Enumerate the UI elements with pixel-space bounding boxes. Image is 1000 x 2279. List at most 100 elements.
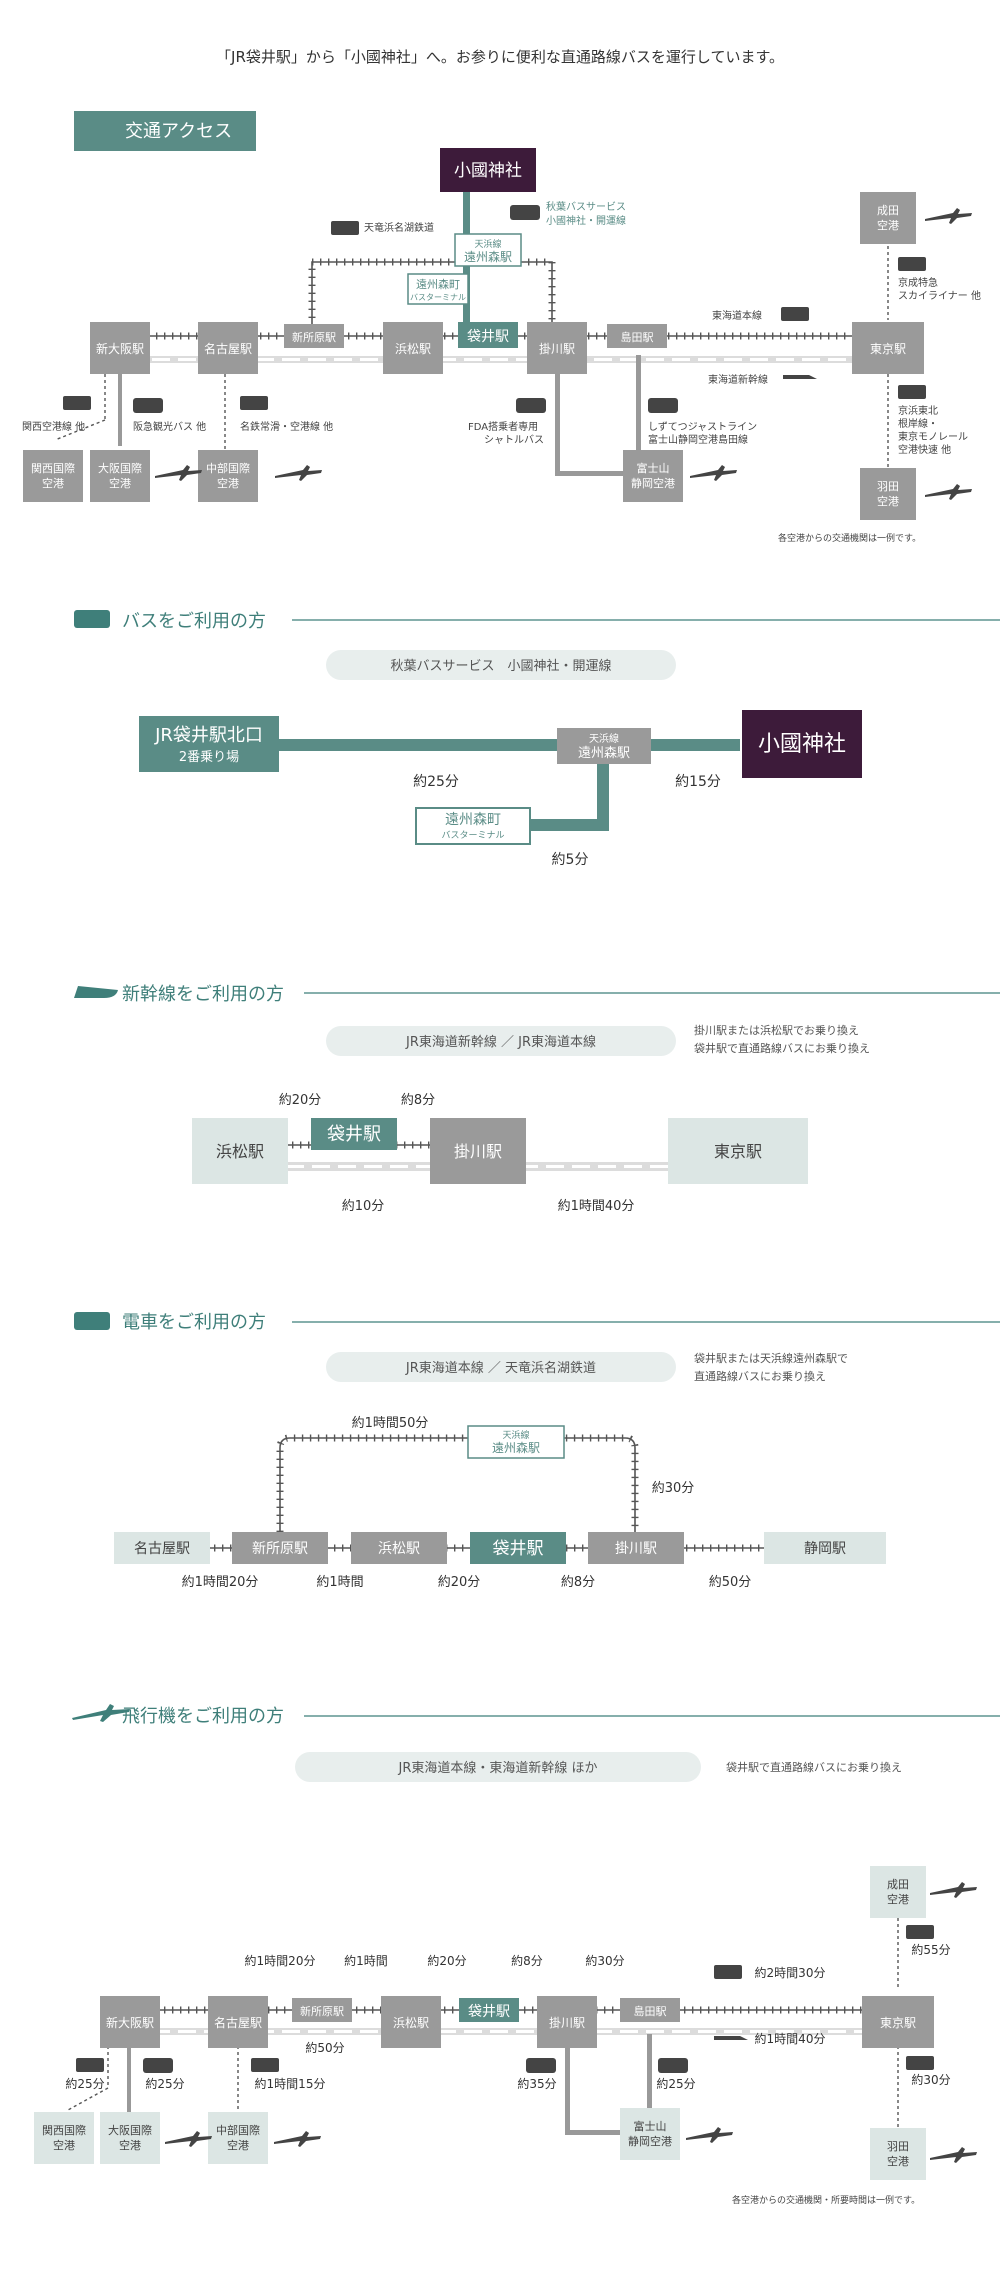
station-fukuroi: 袋井駅 — [467, 329, 509, 345]
plane-note: 袋井駅で直通路線バスにお乗り換え — [726, 1760, 902, 1774]
plane-time-f: 約50分 — [305, 2040, 344, 2055]
label-kansai-train: 関西空港線 他 — [22, 420, 85, 433]
bus-terminal-box: 遠州森町 — [445, 812, 501, 828]
plane-station-tokyo: 東京駅 — [880, 2016, 916, 2030]
bus-terminal-sub: バスターミナル — [441, 830, 504, 841]
train-heading: 電車をご利用の方 — [122, 1312, 266, 1333]
train-time-1: 約1時間20分 — [182, 1575, 259, 1590]
bus-start-platform: 2番乗り場 — [179, 750, 239, 765]
plane-time-k: 約25分 — [65, 2076, 104, 2091]
bus-heading: バスをご利用の方 — [122, 611, 266, 632]
label-tokaido: 東海道本線 — [712, 309, 762, 322]
train-icon — [76, 1925, 934, 2072]
train-mori-station: 遠州森駅 — [492, 1440, 540, 1455]
plane-airport-fuji-sub: 静岡空港 — [628, 2134, 672, 2148]
shinkansen-pill: JR東海道新幹線 ／ JR東海道本線 — [405, 1034, 596, 1050]
train-time-right: 約30分 — [652, 1481, 695, 1496]
train-pill: JR東海道本線 ／ 天竜浜名湖鉄道 — [405, 1360, 596, 1376]
train-hamamatsu: 浜松駅 — [378, 1541, 420, 1557]
airport-chubu: 中部国際 — [206, 461, 250, 475]
plane-icon — [72, 1704, 130, 1722]
plane-airport-fuji: 富士山 — [634, 2119, 667, 2133]
bus-pill: 秋葉バスサービス 小國神社・開運線 — [390, 658, 611, 674]
label-hankyu: 阪急観光バス 他 — [133, 420, 206, 433]
plane-station-fukuroi: 袋井駅 — [468, 2004, 510, 2020]
station-kakegawa: 掛川駅 — [539, 341, 575, 356]
shinkansen-time-1: 約20分 — [279, 1093, 322, 1108]
label-keikyu-4: 空港快速 他 — [898, 443, 951, 456]
shinkansen-heading: 新幹線をご利用の方 — [122, 984, 284, 1005]
bus-terminal: 遠州森町 — [416, 277, 460, 291]
plane-time-e: 約30分 — [585, 1953, 624, 1968]
station-nagoya: 名古屋駅 — [204, 341, 252, 356]
airport-haneda: 羽田 — [877, 480, 899, 493]
train-time-arc: 約1時間50分 — [352, 1416, 429, 1431]
shinkansen-icon — [783, 375, 817, 379]
intro-text: 「JR袋井駅」から「小國神社」へ。お参りに便利な直通路線バスを運行しています。 — [216, 48, 784, 66]
plane-heading: 飛行機をご利用の方 — [122, 1706, 284, 1727]
plane-time-g: 約2時間30分 — [755, 1965, 826, 1980]
label-keisei: 京成特急 — [898, 276, 938, 289]
access-label: 交通アクセス — [125, 121, 232, 142]
plane-time-a: 約1時間20分 — [245, 1953, 316, 1968]
bus-time-1: 約25分 — [413, 774, 459, 790]
bus-time-2: 約15分 — [675, 774, 721, 790]
plane-station-hamamatsu: 浜松駅 — [393, 2016, 429, 2030]
plane-station-shinosaka: 新大阪駅 — [106, 2015, 154, 2030]
label-fda: FDA搭乗者専用 — [468, 420, 538, 433]
plane-time-m: 約1時間15分 — [255, 2076, 326, 2091]
map-note: 各空港からの交通機関は一例です。 — [778, 532, 921, 544]
train-kakegawa: 掛川駅 — [615, 1541, 657, 1557]
train-time-4: 約8分 — [561, 1575, 595, 1590]
mori-line: 天浜線 — [474, 238, 501, 250]
airport-osaka-sub: 空港 — [109, 476, 131, 490]
bus-section: バスをご利用の方 秋葉バスサービス 小國神社・開運線 JR袋井駅北口 2番乗り場… — [74, 610, 1000, 868]
shinkansen-note-2: 袋井駅で直通路線バスにお乗り換え — [694, 1041, 870, 1055]
airport-fuji-sub: 静岡空港 — [631, 476, 675, 490]
plane-time-l: 約25分 — [145, 2076, 184, 2091]
bus-icon — [143, 2058, 688, 2073]
train-mori-line: 天浜線 — [502, 1429, 529, 1441]
train-time-3: 約20分 — [438, 1575, 481, 1590]
airport-narita: 成田 — [877, 204, 899, 217]
shinkansen-time-3: 約10分 — [342, 1199, 385, 1214]
plane-time-o: 約25分 — [656, 2076, 695, 2091]
label-keisei-sub: スカイライナー 他 — [898, 289, 981, 302]
airport-fuji: 富士山 — [637, 461, 670, 475]
label-akiha-line: 小國神社・開運線 — [546, 214, 626, 227]
plane-airport-osaka: 大阪国際 — [108, 2123, 152, 2137]
shinkansen-section: 新幹線をご利用の方 JR東海道新幹線 ／ JR東海道本線 掛川駅または浜松駅でお… — [74, 984, 1000, 1214]
train-note: 袋井駅または天浜線遠州森駅で — [694, 1351, 848, 1365]
plane-airport-chubu-sub: 空港 — [227, 2138, 249, 2152]
station-shinjohara: 新所原駅 — [292, 330, 336, 344]
label-keikyu-3: 東京モノレール — [898, 430, 968, 443]
train-icon — [74, 1312, 110, 1330]
label-fda-sub: シャトルバス — [484, 434, 544, 446]
plane-icon — [165, 1882, 977, 2163]
plane-time-i: 約55分 — [911, 1942, 950, 1957]
plane-time-b: 約1時間 — [344, 1953, 388, 1968]
bus-icon — [133, 205, 678, 413]
train-fukuroi: 袋井駅 — [493, 1539, 544, 1559]
airport-kansai: 関西国際 — [31, 462, 75, 475]
plane-airport-osaka-sub: 空港 — [119, 2138, 141, 2152]
shinkansen-kakegawa: 掛川駅 — [454, 1142, 502, 1161]
plane-time-c: 約20分 — [427, 1953, 466, 1968]
airport-chubu-sub: 空港 — [217, 476, 239, 490]
airport-kansai-sub: 空港 — [42, 476, 64, 490]
train-shinjohara: 新所原駅 — [252, 1541, 308, 1557]
plane-time-h: 約1時間40分 — [755, 2031, 826, 2046]
plane-section: 飛行機をご利用の方 JR東海道本線・東海道新幹線 ほか 袋井駅で直通路線バスにお… — [34, 1704, 1000, 2206]
shinkansen-tokyo: 東京駅 — [714, 1142, 762, 1161]
label-meitetsu: 名鉄常滑・空港線 他 — [240, 420, 333, 433]
airport-narita-sub: 空港 — [877, 218, 899, 232]
plane-time-j: 約30分 — [911, 2072, 950, 2087]
bus-time-3: 約5分 — [552, 852, 589, 868]
plane-airport-narita-sub: 空港 — [887, 1892, 909, 1906]
label-shizutetsu-sub: 富士山静岡空港島田線 — [648, 433, 748, 446]
plane-airport-kansai: 関西国際 — [42, 2124, 86, 2137]
shinkansen-hamamatsu: 浜松駅 — [216, 1142, 264, 1161]
plane-station-shinjohara: 新所原駅 — [300, 2004, 344, 2018]
bus-end: 小國神社 — [758, 732, 846, 757]
